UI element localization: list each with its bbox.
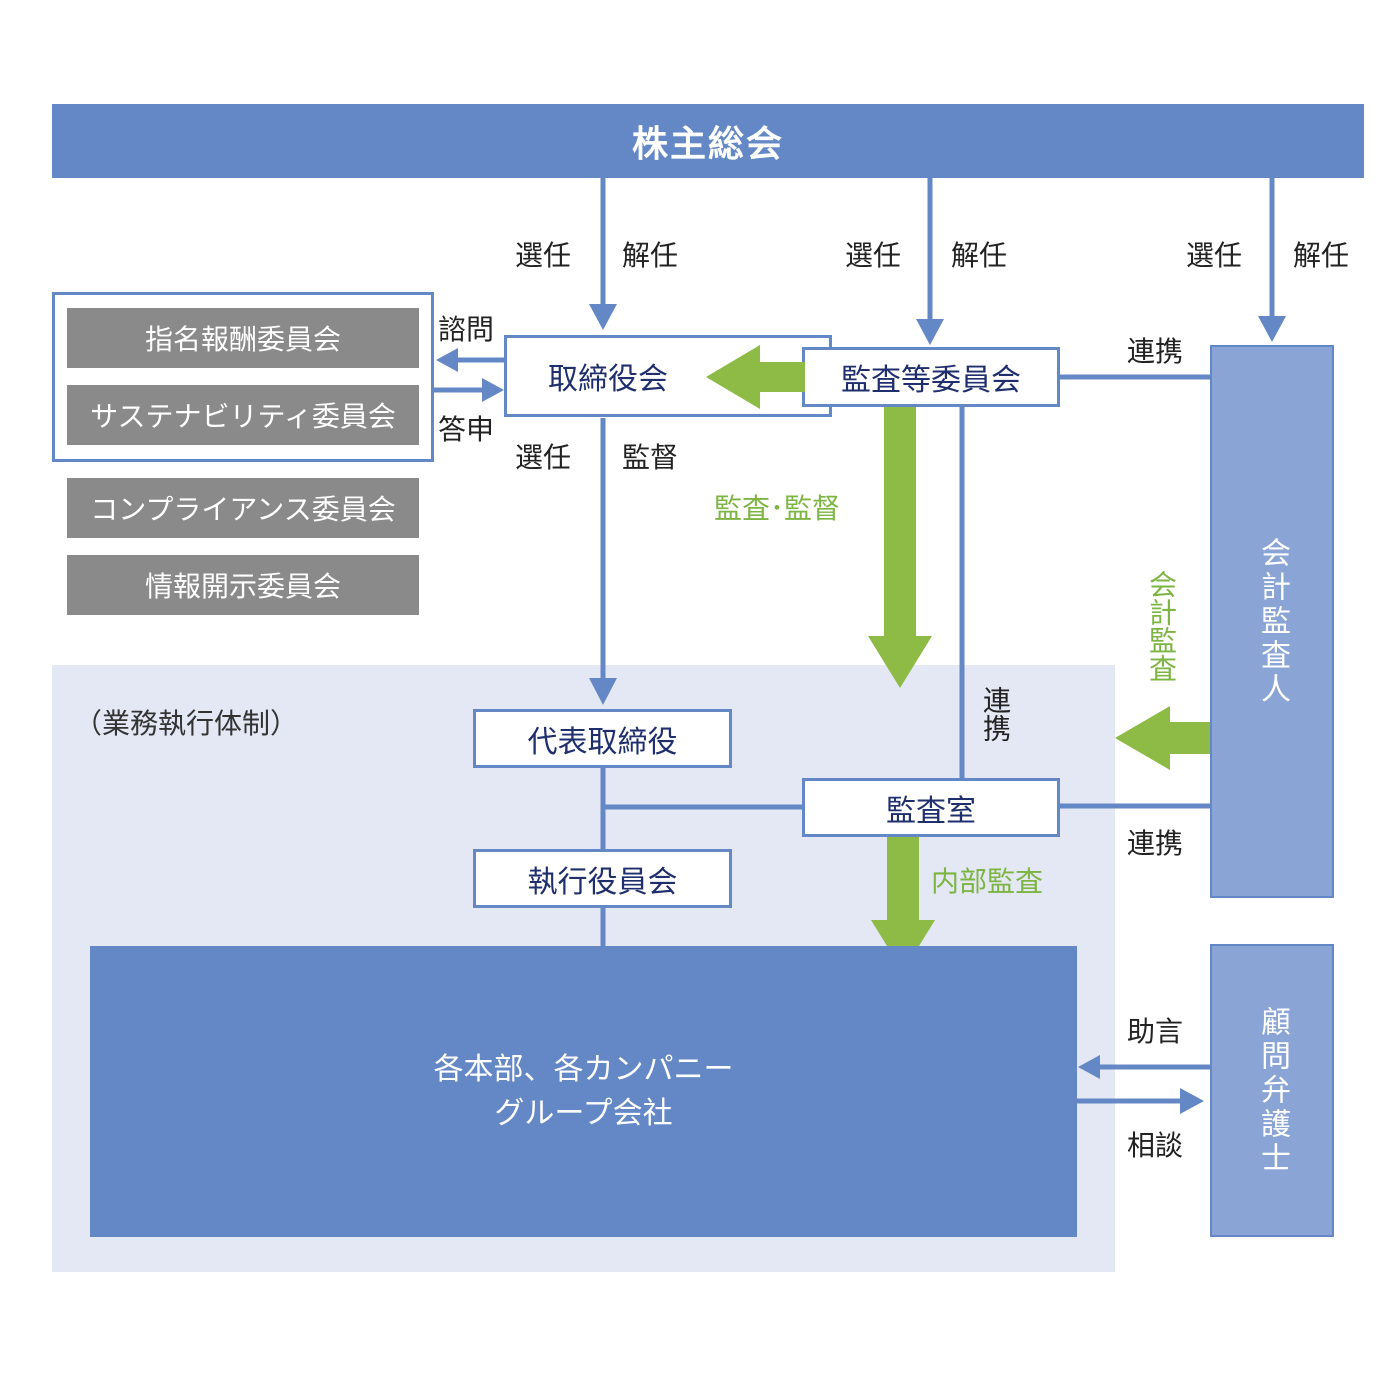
supervise-label: 監督 — [622, 441, 679, 474]
representative-director-label: 代表取締役 — [527, 724, 678, 760]
disclosure-committee-label: 情報開示委員会 — [144, 570, 341, 603]
audit-office-box: 監査室 — [802, 778, 1060, 837]
group-companies-label: グループ会社 — [494, 1095, 673, 1131]
compliance-committee: コンプライアンス委員会 — [67, 478, 419, 538]
legal-counsel-box: 顧問弁護士 — [1210, 944, 1334, 1237]
nomination-compensation-committee: 指名報酬委員会 — [67, 308, 419, 368]
business-units-box: 各本部、各カンパニー グループ会社 — [90, 946, 1077, 1237]
audit-office-label: 監査室 — [886, 793, 976, 829]
cooperation-label-vertical: 連携 — [979, 686, 1012, 742]
advice-label: 助言 — [1127, 1015, 1184, 1048]
nomination-compensation-committee-label: 指名報酬委員会 — [144, 323, 341, 356]
cooperation-label-top: 連携 — [1127, 335, 1184, 368]
sustainability-committee: サステナビリティ委員会 — [67, 385, 419, 445]
audit-committee-label: 監査等委員会 — [841, 363, 1021, 398]
board-of-directors-label: 取締役会 — [548, 362, 668, 397]
consult-label: 諮問 — [438, 313, 495, 346]
green-arrow-accounting-audit — [1115, 706, 1210, 770]
executive-officers-label: 執行役員会 — [527, 864, 678, 900]
audit-committee-box: 監査等委員会 — [802, 347, 1060, 407]
shareholders-meeting-box: 株主総会 — [52, 104, 1364, 178]
dismiss-label-audit: 解任 — [951, 239, 1008, 272]
legal-counsel-label: 顧問弁護士 — [1255, 1005, 1290, 1176]
dismiss-label-auditor: 解任 — [1293, 239, 1350, 272]
business-units-label: 各本部、各カンパニー — [433, 1051, 734, 1087]
internal-audit-label: 内部監査 — [931, 865, 1044, 898]
consultation-label: 相談 — [1127, 1129, 1184, 1162]
compliance-committee-label: コンプライアンス委員会 — [90, 493, 396, 526]
disclosure-committee: 情報開示委員会 — [67, 555, 419, 615]
representative-director-box: 代表取締役 — [473, 709, 732, 768]
accounting-audit-label: 会計監査 — [1145, 570, 1178, 682]
green-arrow-audit-supervise — [868, 406, 932, 688]
executive-officers-box: 執行役員会 — [473, 849, 732, 908]
report-label: 答申 — [438, 413, 495, 446]
appoint-label-board: 選任 — [515, 239, 572, 272]
dismiss-label-board: 解任 — [622, 239, 679, 272]
shareholders-meeting-label: 株主総会 — [631, 124, 784, 165]
accounting-auditor-label: 会計監査人 — [1255, 536, 1290, 707]
audit-supervise-label: 監査･監督 — [714, 492, 841, 525]
green-arrow-internal-audit — [871, 837, 935, 972]
business-execution-label: （業務執行体制） — [74, 707, 299, 740]
sustainability-committee-label: サステナビリティ委員会 — [90, 400, 396, 433]
accounting-auditor-box: 会計監査人 — [1210, 345, 1334, 898]
appoint-label-representative: 選任 — [515, 441, 572, 474]
appoint-label-audit: 選任 — [845, 239, 902, 272]
cooperation-label-bottom: 連携 — [1127, 827, 1184, 860]
appoint-label-auditor: 選任 — [1186, 239, 1243, 272]
